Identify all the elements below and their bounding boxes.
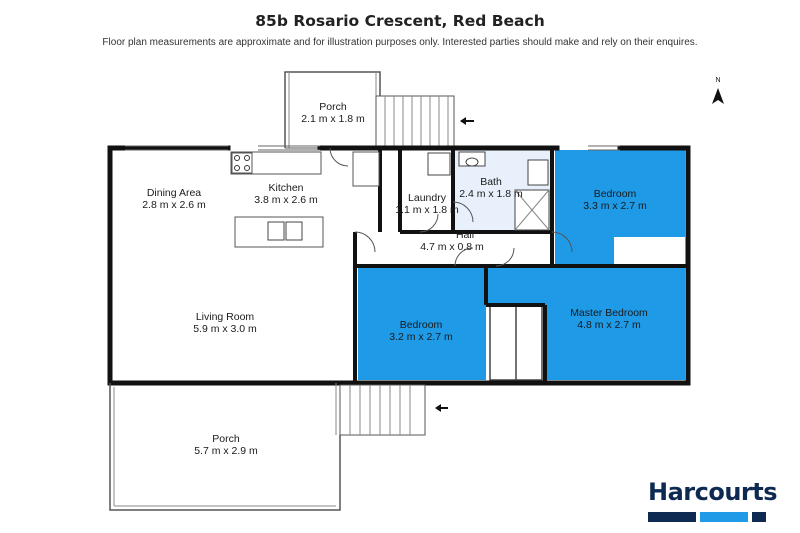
- kitchen-size: 3.8 m x 2.6 m: [254, 194, 318, 206]
- living-size: 5.9 m x 3.0 m: [193, 323, 257, 335]
- plan-title: 85b Rosario Crescent, Red Beach: [255, 12, 545, 30]
- disclaimer-text: Floor plan measurements are approximate …: [102, 37, 698, 48]
- kitchen-name: Kitchen: [268, 182, 303, 194]
- north-arrow-icon: N: [712, 77, 724, 104]
- brand-name: Harcourts: [648, 478, 778, 506]
- dining-name: Dining Area: [147, 187, 201, 199]
- bottom-stairs: [339, 384, 426, 436]
- bedroom-mid-fill: [358, 268, 486, 380]
- exterior-walls: [107, 145, 691, 386]
- entry-arrow-top-icon: [460, 117, 474, 125]
- porch-bottom-size: 5.7 m x 2.9 m: [194, 445, 258, 457]
- porch-bottom-name: Porch: [212, 433, 240, 445]
- bath-name: Bath: [480, 176, 502, 188]
- hall-size: 4.7 m x 0.8 m: [420, 241, 484, 253]
- porch-top-name: Porch: [319, 101, 347, 113]
- hall-name: Hall: [456, 229, 474, 241]
- porch-top-area: [284, 71, 381, 149]
- bedroom-mid-size: 3.2 m x 2.7 m: [389, 331, 453, 343]
- living-name: Living Room: [196, 311, 255, 323]
- porch-bottom-area: [109, 383, 341, 511]
- bedroom-mid-name: Bedroom: [400, 319, 443, 331]
- bath-size: 2.4 m x 1.8 m: [459, 188, 523, 200]
- dining-size: 2.8 m x 2.6 m: [142, 199, 206, 211]
- harcourts-logo-icon: [648, 512, 766, 522]
- harcourts-brand: Harcourts: [648, 478, 778, 530]
- windows-top: [125, 145, 620, 151]
- master-bedroom-fill: [486, 268, 685, 380]
- bedroom-ne-name: Bedroom: [594, 188, 637, 200]
- laundry-size: 1.1 m x 1.8 m: [395, 204, 459, 216]
- doors: [329, 147, 573, 267]
- entry-arrow-bottom-icon: [435, 404, 448, 412]
- top-stairs: [375, 95, 455, 147]
- wardrobe-ne: [614, 237, 685, 265]
- bath-fixtures: [427, 151, 550, 231]
- master-bedroom-size: 4.8 m x 2.7 m: [577, 319, 641, 331]
- master-bedroom-name: Master Bedroom: [570, 307, 648, 319]
- kitchen-fixtures: [230, 151, 380, 248]
- bedroom-ne-size: 3.3 m x 2.7 m: [583, 200, 647, 212]
- north-label: N: [715, 77, 720, 84]
- interior-walls: [353, 148, 688, 383]
- porch-top-size: 2.1 m x 1.8 m: [301, 113, 365, 125]
- laundry-name: Laundry: [408, 192, 447, 204]
